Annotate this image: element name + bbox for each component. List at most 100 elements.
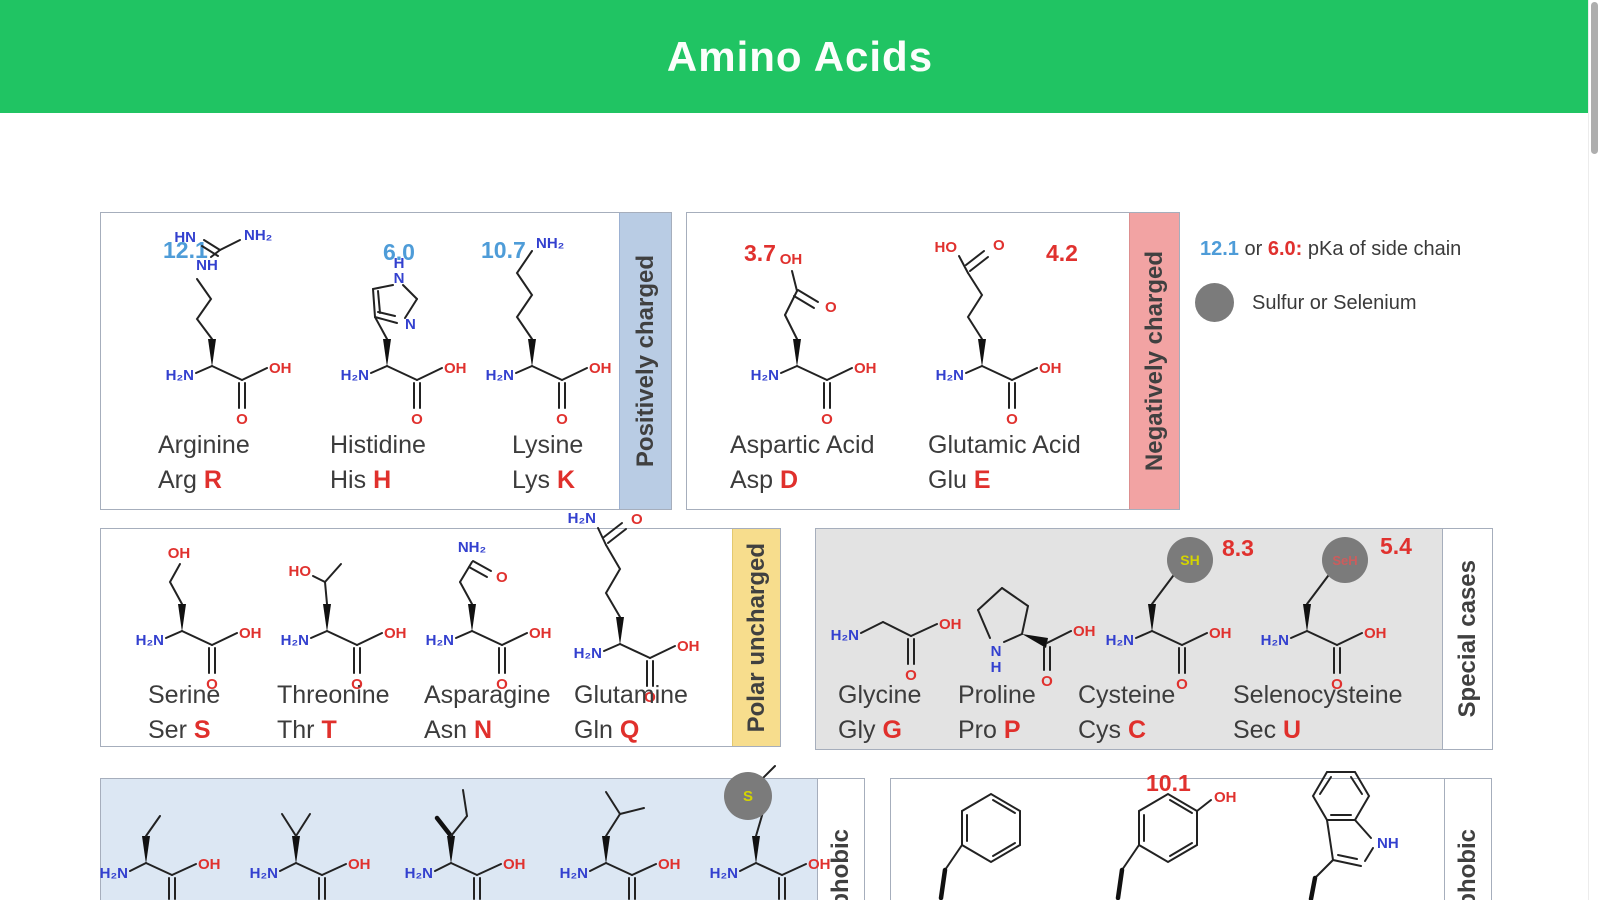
strip-positively-charged: Positively charged xyxy=(619,213,671,509)
group-label: Hydrophobic xyxy=(827,829,855,900)
acid-name: Histidine xyxy=(330,431,426,459)
structure-histidine: N N H xyxy=(339,255,468,429)
svg-text:O: O xyxy=(1041,673,1053,690)
svg-text:N: N xyxy=(405,316,416,333)
svg-text:OH: OH xyxy=(953,897,976,900)
svg-text:NH: NH xyxy=(1377,835,1399,852)
svg-text:O: O xyxy=(496,569,508,586)
acid-name: Proline xyxy=(958,681,1036,709)
svg-text:H: H xyxy=(394,255,405,272)
svg-text:NH₂: NH₂ xyxy=(458,539,486,556)
svg-text:HO: HO xyxy=(289,563,312,580)
pka-arginine: 12.1 xyxy=(163,237,208,263)
structure-glutamine: H₂N O xyxy=(568,510,701,707)
acid-code: Thr T xyxy=(277,716,337,744)
structure-aspartic-acid: O OH xyxy=(749,251,878,429)
svg-text:OH: OH xyxy=(808,856,831,873)
pka-lysine: 10.7 xyxy=(481,237,526,263)
svg-text:OH: OH xyxy=(780,251,803,268)
acid-code: Asp D xyxy=(730,466,799,494)
acid-name: Cysteine xyxy=(1078,681,1176,709)
acid-code: Lys K xyxy=(512,466,575,494)
page-title: Amino Acids xyxy=(666,32,934,80)
structure-serine: OH xyxy=(134,545,263,694)
acid-code: Pro P xyxy=(958,716,1021,744)
acid-name: Aspartic Acid xyxy=(730,431,875,459)
svg-text:OH: OH xyxy=(1130,897,1153,900)
strip-special-cases: Special cases xyxy=(1442,529,1492,749)
svg-text:N: N xyxy=(991,643,1002,660)
strip-hydrophobic-aliphatic: Hydrophobic xyxy=(817,779,864,900)
svg-text:OH: OH xyxy=(348,856,371,873)
svg-text:H₂N: H₂N xyxy=(405,865,433,882)
pka-aspartic: 3.7 xyxy=(744,240,776,266)
sulfur-circle-methionine: S xyxy=(724,772,772,820)
svg-text:H₂N: H₂N xyxy=(250,865,278,882)
group-polar-uncharged: Polar uncharged xyxy=(100,528,781,747)
pka-histidine: 6.0 xyxy=(383,239,415,265)
svg-text:H: H xyxy=(991,659,1002,676)
group-label: Polar uncharged xyxy=(742,542,770,733)
acid-code: Gln Q xyxy=(574,716,640,744)
group-hydrophobic-aromatic: Hydrophobic xyxy=(890,778,1492,900)
acid-name: Selenocysteine xyxy=(1233,681,1403,709)
sulfur-circle-cysteine: SH xyxy=(1167,537,1213,583)
strip-polar-uncharged: Polar uncharged xyxy=(732,529,780,746)
svg-text:H₂N: H₂N xyxy=(568,510,596,527)
acid-code: Ser S xyxy=(148,716,211,744)
svg-text:O: O xyxy=(825,299,837,316)
legend-sulfur-circle-icon xyxy=(1195,283,1234,322)
acid-name: Glycine xyxy=(838,681,922,709)
pka-glutamic: 4.2 xyxy=(1046,240,1078,266)
acid-code: His H xyxy=(330,466,392,494)
acid-name: Glutamic Acid xyxy=(928,431,1081,459)
acid-code: Sec U xyxy=(1233,716,1302,744)
acid-name: Arginine xyxy=(158,431,250,459)
structures-hydrophobic-aliphatic: H₂N OH H₂N OH H₂N OH H₂N xyxy=(100,765,831,900)
pka-selenocysteine: 5.4 xyxy=(1380,533,1412,559)
structure-cysteine xyxy=(1104,571,1233,694)
structure-asparagine: O NH₂ xyxy=(424,539,553,694)
svg-text:H₂N: H₂N xyxy=(560,865,588,882)
scrollbar-track[interactable] xyxy=(1588,0,1600,900)
svg-text:NH₂: NH₂ xyxy=(244,227,272,244)
acid-name: Lysine xyxy=(512,431,584,459)
svg-text:O: O xyxy=(905,667,917,684)
svg-text:H₂N: H₂N xyxy=(831,627,859,644)
pka-tyrosine: 10.1 xyxy=(1146,770,1191,796)
acid-code: Glu E xyxy=(928,466,991,494)
svg-text:H₂N: H₂N xyxy=(710,865,738,882)
acid-name: Threonine xyxy=(277,681,390,709)
svg-text:OH: OH xyxy=(168,545,191,562)
structure-glutamic-acid: HO O xyxy=(935,237,1063,429)
legend-pka: 12.1 or 6.0: pKa of side chain xyxy=(1200,238,1462,260)
svg-text:O: O xyxy=(993,237,1005,254)
scrollbar-thumb[interactable] xyxy=(1591,2,1598,154)
structure-lysine: NH₂ xyxy=(484,235,613,429)
group-positively-charged: Positively charged xyxy=(100,212,672,510)
acid-code: Gly G xyxy=(838,716,902,744)
legend-sulfur-label: Sulfur or Selenium xyxy=(1252,292,1417,314)
svg-text:OH: OH xyxy=(503,856,526,873)
svg-text:OH: OH xyxy=(198,856,221,873)
group-label: Special cases xyxy=(1453,560,1481,718)
svg-text:H₂N: H₂N xyxy=(100,865,128,882)
selenium-circle-selenocysteine: SeH xyxy=(1322,537,1368,583)
svg-text:OH: OH xyxy=(939,616,962,633)
svg-text:OH: OH xyxy=(1073,623,1096,640)
svg-text:HO: HO xyxy=(935,239,958,256)
svg-text:HN: HN xyxy=(174,229,196,246)
structure-proline: N H O OH xyxy=(977,587,1096,690)
structure-threonine: HO xyxy=(279,563,408,694)
svg-text:O: O xyxy=(631,511,643,528)
svg-text:NH₂: NH₂ xyxy=(536,235,564,252)
acid-code: Arg R xyxy=(158,466,222,494)
acid-name: Glutamine xyxy=(574,681,688,709)
acid-name: Serine xyxy=(148,681,221,709)
group-negatively-charged: Negatively charged xyxy=(686,212,1180,510)
structure-selenocysteine xyxy=(1259,571,1388,694)
acid-code: Asn N xyxy=(424,716,493,744)
strip-hydrophobic-aromatic: Hydrophobic xyxy=(1444,779,1491,900)
svg-text:OH: OH xyxy=(1214,789,1237,806)
